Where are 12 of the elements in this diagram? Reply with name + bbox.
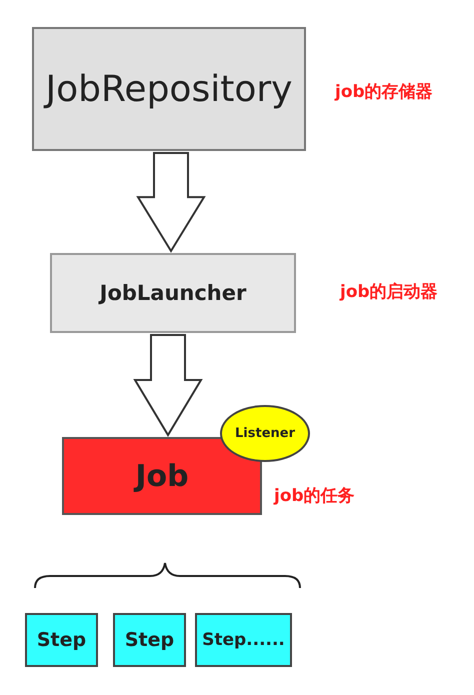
block-arrow <box>133 334 203 437</box>
annotation: job的存储器 <box>335 81 433 103</box>
repository-box: JobRepository <box>32 27 306 151</box>
job-box: Job <box>62 437 262 515</box>
step-box: Step <box>113 613 186 667</box>
step-box: Step...... <box>195 613 292 667</box>
annotation: job的任务 <box>274 485 355 507</box>
step-box: Step <box>25 613 98 667</box>
block-arrow <box>136 152 206 253</box>
listener-ellipse: Listener <box>220 405 310 462</box>
launcher-box: JobLauncher <box>50 253 296 333</box>
annotation: job的启动器 <box>340 281 438 303</box>
